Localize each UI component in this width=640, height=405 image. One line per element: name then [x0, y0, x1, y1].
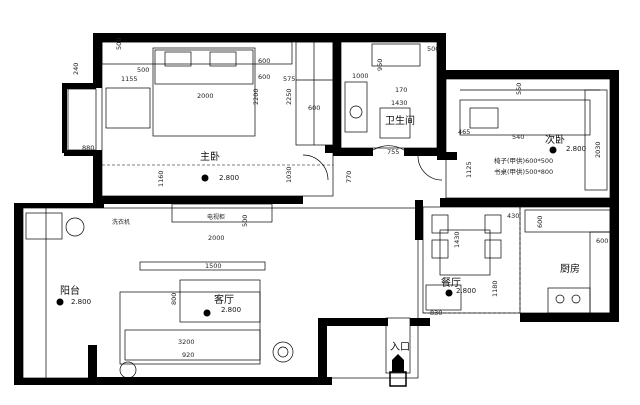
dim-label: 540	[512, 133, 524, 141]
dim-label: 170	[395, 86, 407, 94]
dim-label: 500	[241, 215, 249, 227]
dim-label: 550	[515, 83, 523, 95]
elevation-markers	[56, 146, 557, 317]
dim-label: 830	[430, 309, 442, 317]
dim-label: 2250	[285, 88, 293, 105]
dim-label: 1000	[352, 72, 369, 80]
master-bedroom-label: 主卧	[200, 150, 220, 163]
dimension-labels: 500 500 240 1155 600 600 575 2000 2200 2…	[72, 38, 608, 359]
kitchen-label: 厨房	[560, 262, 580, 275]
dim-label: 600	[258, 57, 270, 65]
dim-label: 880	[82, 144, 94, 152]
dim-label: 1125	[465, 161, 473, 178]
dim-label: 500	[427, 45, 439, 53]
dim-label: 600	[536, 216, 544, 228]
dim-label: 600	[308, 104, 320, 112]
dim-label: 920	[182, 351, 194, 359]
dining-room-label: 餐厅	[441, 276, 461, 289]
dashed-lines	[102, 164, 521, 314]
dim-label: 1155	[121, 75, 138, 83]
living-room-label: 客厅	[214, 293, 234, 306]
dim-label: 1030	[285, 166, 293, 183]
bathroom-label: 卫生间	[385, 114, 415, 127]
master-bedroom-elevation: 2.800	[219, 174, 239, 182]
dining-room-elevation: 2.800	[456, 287, 476, 295]
dim-label: 1430	[453, 231, 461, 248]
tv-cabinet-label: 电视柜	[207, 213, 225, 221]
dim-label: 575	[283, 75, 295, 83]
chair-note: 椅子(甲供)600*500	[494, 156, 553, 165]
dim-label: 2000	[208, 234, 225, 242]
dim-label: 3200	[178, 338, 195, 346]
dim-label: 950	[376, 59, 384, 71]
dim-label: 465	[458, 128, 470, 136]
second-bedroom-elevation: 2.800	[566, 145, 586, 153]
dim-label: 1180	[491, 280, 499, 297]
entrance-arrow-icon	[389, 354, 407, 387]
balcony-label: 阳台	[60, 284, 80, 297]
living-room-elevation: 2.800	[221, 306, 241, 314]
dim-label: 1430	[391, 99, 408, 107]
dim-label: 1160	[157, 170, 165, 187]
dim-label: 770	[345, 171, 353, 183]
dim-label: 2030	[594, 141, 602, 158]
dim-label: 500	[137, 66, 149, 74]
dim-label: 430	[507, 212, 519, 220]
balcony-elevation: 2.800	[71, 298, 91, 306]
dim-label: 2200	[252, 88, 260, 105]
dim-label: 240	[72, 63, 80, 75]
dim-label: 600	[596, 237, 608, 245]
dim-label: 1500	[205, 262, 222, 270]
dim-label: 755	[387, 148, 399, 156]
entrance-label: 入口	[390, 342, 410, 353]
second-bedroom-label: 次卧	[545, 133, 565, 146]
dim-label: 2000	[197, 92, 214, 100]
walls	[14, 33, 619, 385]
dim-label: 500	[115, 38, 123, 50]
dim-label: 800	[170, 293, 178, 305]
dim-label: 600	[258, 73, 270, 81]
washing-machine-label: 洗衣机	[112, 218, 130, 226]
bookcase-note: 书桌(甲供)500*800	[494, 167, 553, 176]
